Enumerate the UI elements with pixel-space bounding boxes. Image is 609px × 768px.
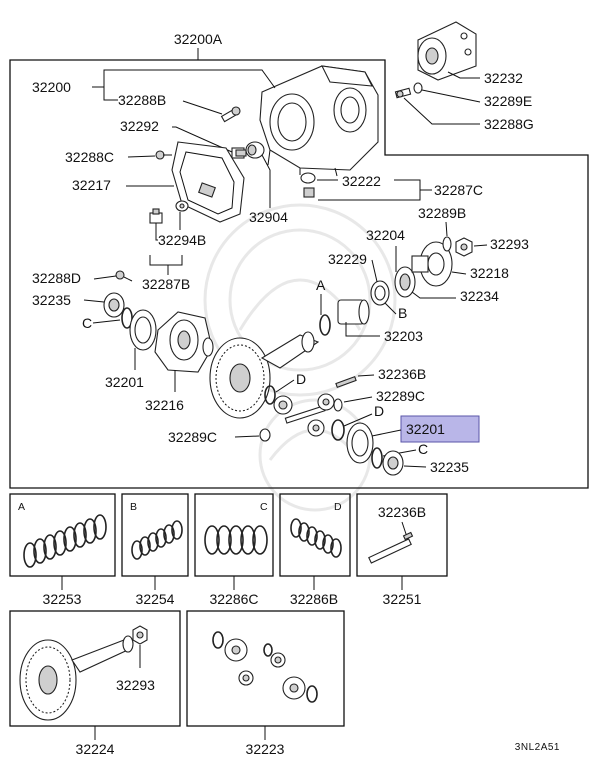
marker-c-right[interactable]: C bbox=[418, 441, 428, 457]
kit-box-d[interactable] bbox=[279, 493, 351, 577]
pinion-gears[interactable] bbox=[307, 393, 335, 437]
label-32229[interactable]: 32229 bbox=[328, 251, 367, 267]
label-32204[interactable]: 32204 bbox=[366, 227, 405, 243]
shim-d-right[interactable] bbox=[331, 419, 345, 441]
shim-stack-a bbox=[23, 514, 107, 568]
washer-32289B[interactable] bbox=[442, 236, 452, 252]
plug-32904[interactable] bbox=[245, 141, 265, 159]
side-gear-left[interactable] bbox=[273, 395, 293, 415]
label-32294B[interactable]: 32294B bbox=[158, 232, 206, 248]
label-32224[interactable]: 32224 bbox=[76, 741, 115, 757]
marker-a[interactable]: A bbox=[316, 277, 326, 293]
differential-case-32216[interactable] bbox=[154, 311, 214, 373]
label-32201-left[interactable]: 32201 bbox=[105, 374, 144, 390]
label-32251[interactable]: 32251 bbox=[383, 591, 422, 607]
label-32234[interactable]: 32234 bbox=[460, 288, 499, 304]
rear-cover-32217[interactable] bbox=[171, 141, 245, 223]
diff-gear-set bbox=[212, 631, 318, 703]
label-32289C-left[interactable]: 32289C bbox=[168, 429, 217, 445]
oil-seal-right-32235[interactable] bbox=[382, 450, 404, 476]
label-32292[interactable]: 32292 bbox=[120, 118, 159, 134]
label-32289C-right[interactable]: 32289C bbox=[376, 388, 425, 404]
label-32203[interactable]: 32203 bbox=[384, 328, 423, 344]
ring-gear-and-pinion[interactable] bbox=[209, 331, 320, 419]
pin-and-shaft bbox=[368, 521, 414, 564]
label-32201-right[interactable]: 32201 bbox=[406, 421, 445, 437]
bolt-32288D[interactable] bbox=[115, 270, 133, 282]
label-32216[interactable]: 32216 bbox=[145, 397, 184, 413]
label-32288C[interactable]: 32288C bbox=[65, 149, 114, 165]
label-32289E[interactable]: 32289E bbox=[484, 93, 532, 109]
carrier-housing[interactable] bbox=[259, 65, 379, 177]
mount-bushing-32232[interactable] bbox=[417, 21, 477, 81]
kit-box-diff-gears[interactable] bbox=[186, 610, 345, 727]
ring-gear-pinion-set bbox=[19, 635, 134, 721]
label-32232[interactable]: 32232 bbox=[484, 70, 523, 86]
label-32236B[interactable]: 32236B bbox=[378, 366, 426, 382]
marker-c-left[interactable]: C bbox=[82, 315, 92, 331]
drain-plugs[interactable] bbox=[149, 200, 189, 224]
assembly-frame bbox=[9, 59, 589, 489]
lock-pin-32236B[interactable] bbox=[335, 375, 357, 389]
label-32235-right[interactable]: 32235 bbox=[430, 459, 469, 475]
kit-pin-label[interactable]: 32236B bbox=[378, 504, 426, 520]
label-32288D[interactable]: 32288D bbox=[32, 270, 81, 286]
bolt-32288C[interactable] bbox=[155, 150, 172, 160]
label-32223[interactable]: 32223 bbox=[246, 741, 285, 757]
kit-a-letter: A bbox=[18, 501, 25, 513]
label-32287B[interactable]: 32287B bbox=[142, 276, 190, 292]
marker-b[interactable]: B bbox=[398, 305, 407, 321]
kit-b-letter: B bbox=[130, 501, 137, 513]
collapsible-spacer[interactable] bbox=[337, 299, 370, 325]
label-32235-left[interactable]: 32235 bbox=[32, 292, 71, 308]
label-32288G[interactable]: 32288G bbox=[484, 116, 534, 132]
washer-32289C-left[interactable] bbox=[259, 428, 271, 442]
washer-32289E[interactable] bbox=[413, 82, 423, 94]
figure-code: 3NL2A51 bbox=[515, 742, 560, 753]
front-bearing-32204[interactable] bbox=[370, 280, 390, 306]
label-32904[interactable]: 32904 bbox=[249, 209, 288, 225]
plug-32292[interactable] bbox=[231, 147, 247, 159]
kit-c-letter: C bbox=[260, 501, 268, 513]
bearing-left-32201[interactable] bbox=[129, 309, 157, 351]
breather-32222[interactable] bbox=[300, 172, 316, 198]
label-32287C[interactable]: 32287C bbox=[434, 182, 483, 198]
flange-nut-32293[interactable] bbox=[455, 237, 473, 257]
assembly-label[interactable]: 32200A bbox=[174, 31, 223, 47]
label-32293-kit[interactable]: 32293 bbox=[116, 677, 155, 693]
shim-stack-b bbox=[131, 520, 183, 560]
shim-d-left[interactable] bbox=[264, 385, 276, 405]
label-32222[interactable]: 32222 bbox=[342, 173, 381, 189]
highlight-32201 bbox=[400, 415, 480, 443]
shim-stack-d bbox=[290, 518, 342, 558]
label-32200[interactable]: 32200 bbox=[32, 79, 71, 95]
marker-d-right[interactable]: D bbox=[374, 403, 384, 419]
bearing-right-32201[interactable] bbox=[346, 422, 374, 464]
label-32289B[interactable]: 32289B bbox=[418, 205, 466, 221]
companion-flange-32218[interactable] bbox=[411, 241, 453, 287]
oil-seal-left-32235[interactable] bbox=[103, 292, 125, 318]
label-32253[interactable]: 32253 bbox=[43, 591, 82, 607]
nut-32293-kit bbox=[132, 625, 148, 645]
kit-d-letter: D bbox=[334, 501, 342, 513]
label-32288B[interactable]: 32288B bbox=[118, 92, 166, 108]
bolt-32288G[interactable] bbox=[394, 87, 412, 99]
marker-d-left[interactable]: D bbox=[296, 371, 306, 387]
front-seal-32234[interactable] bbox=[394, 266, 416, 298]
label-32286B[interactable]: 32286B bbox=[290, 591, 338, 607]
shim-c-right[interactable] bbox=[371, 447, 383, 469]
bolt-32288B[interactable] bbox=[220, 106, 241, 123]
label-32286C[interactable]: 32286C bbox=[209, 591, 258, 607]
label-32254[interactable]: 32254 bbox=[136, 591, 175, 607]
label-32293[interactable]: 32293 bbox=[490, 236, 529, 252]
label-32218[interactable]: 32218 bbox=[470, 265, 509, 281]
shim-a[interactable] bbox=[319, 314, 331, 336]
housing-callouts: 32200 bbox=[32, 69, 276, 101]
label-32217[interactable]: 32217 bbox=[72, 177, 111, 193]
shim-stack-c bbox=[204, 525, 268, 555]
washer-32289C-right[interactable] bbox=[333, 398, 343, 412]
